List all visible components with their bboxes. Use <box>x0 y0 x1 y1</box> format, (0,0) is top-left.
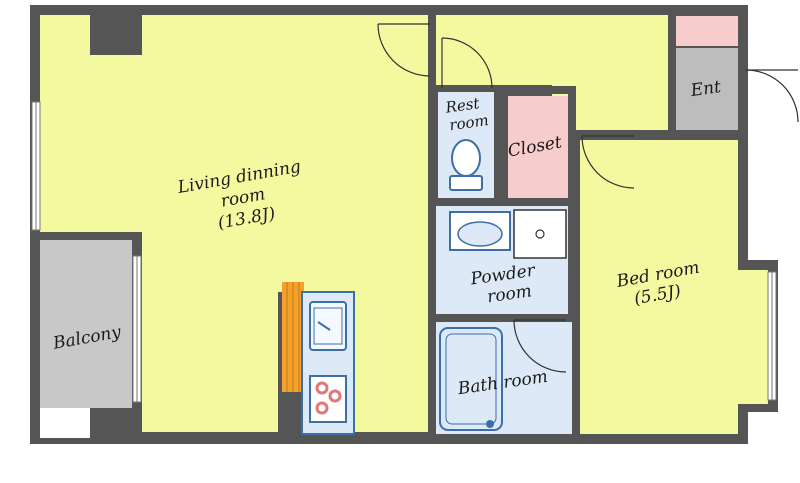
balcony-edge <box>40 408 90 438</box>
wall-closet-top <box>494 86 576 94</box>
rest-room-name-2: room <box>448 111 490 134</box>
washbasin-icon <box>449 211 511 251</box>
wall-hall-bottom <box>428 198 576 206</box>
bathtub-icon <box>439 327 503 431</box>
kitchen-sink-basin <box>313 307 343 345</box>
window-balcony <box>132 255 142 403</box>
entrance-label: Ent <box>689 77 723 101</box>
toilet-icon <box>449 139 483 191</box>
stove-burner-icon <box>315 381 329 395</box>
wall-bed-top <box>572 130 748 140</box>
closet-floor <box>508 96 568 198</box>
door-swing-bath <box>513 319 567 373</box>
door-swing-restroom <box>441 37 493 89</box>
rest-room-label: Rest room <box>443 94 490 134</box>
washer-icon <box>513 209 567 259</box>
wall-rest-right <box>494 86 502 206</box>
pillar <box>90 15 142 55</box>
window-bedroom <box>767 271 777 401</box>
rest-room-name: Rest <box>443 94 481 117</box>
bed-room-window-nook <box>738 270 768 404</box>
kitchen-stair-lines <box>286 282 300 392</box>
window-left <box>31 101 41 231</box>
stove-burner-icon <box>328 389 342 403</box>
entrance-shoe-box <box>676 16 738 46</box>
door-swing-entrance <box>745 69 799 123</box>
door-swing-bedroom <box>581 135 635 189</box>
kitchen-sink <box>309 301 347 351</box>
entrance-floor <box>676 48 738 132</box>
wall-bath-right <box>572 130 580 436</box>
wall-balcony-top <box>30 232 140 240</box>
wall-center <box>428 15 436 439</box>
hallway-floor <box>436 15 676 85</box>
stove-burner-icon <box>315 401 329 415</box>
faucet-icon <box>317 321 331 331</box>
wall-ent-left <box>668 15 676 140</box>
bed-room-floor <box>580 140 738 434</box>
wall-powder-bottom <box>428 314 576 322</box>
balcony-floor <box>40 240 132 408</box>
door-swing-living <box>377 23 431 77</box>
balcony-corner-block <box>90 408 142 444</box>
